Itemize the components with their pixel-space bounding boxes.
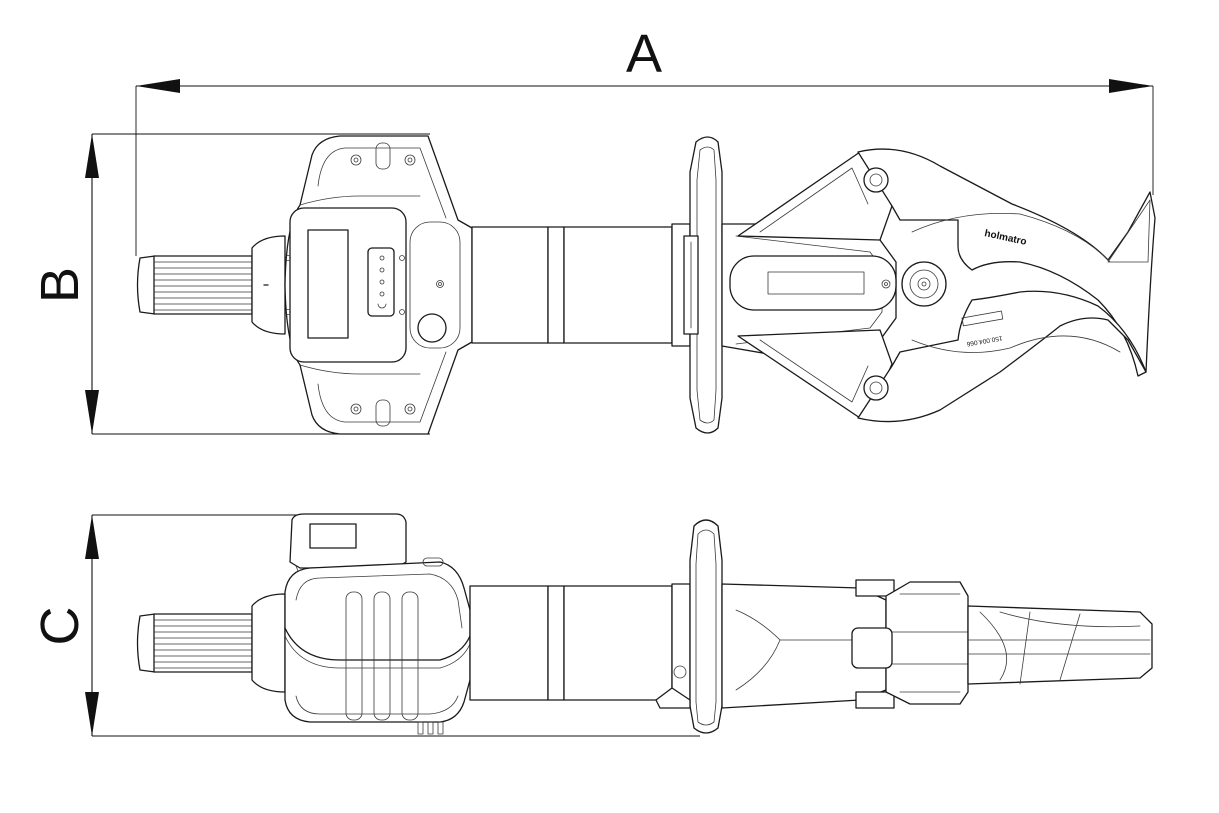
side-cutter-head xyxy=(721,579,1021,709)
side-display-screen xyxy=(309,523,357,549)
dimension-a: A xyxy=(135,24,1154,256)
side-housing xyxy=(284,557,471,735)
end-connector xyxy=(136,235,286,335)
dimension-c: C xyxy=(30,514,700,737)
cutter-head xyxy=(721,151,947,419)
dimension-b-label: B xyxy=(30,267,90,303)
side-handle-guard xyxy=(655,519,723,734)
side-end-connector xyxy=(136,593,286,693)
dimension-c-label: C xyxy=(30,607,90,646)
side-view xyxy=(136,513,1153,735)
top-view: holmatro 150.004.066 xyxy=(136,135,1156,435)
control-panel xyxy=(285,207,407,363)
dimension-a-label: A xyxy=(626,24,662,84)
cylinder xyxy=(471,226,673,344)
side-cutter-blades xyxy=(967,605,1153,685)
side-cylinder xyxy=(469,585,673,701)
display-screen xyxy=(307,229,349,339)
handle-guard xyxy=(671,136,723,434)
cutter-blades: holmatro 150.004.066 xyxy=(857,148,1156,423)
control-knob xyxy=(417,313,447,343)
pivot xyxy=(901,261,947,307)
